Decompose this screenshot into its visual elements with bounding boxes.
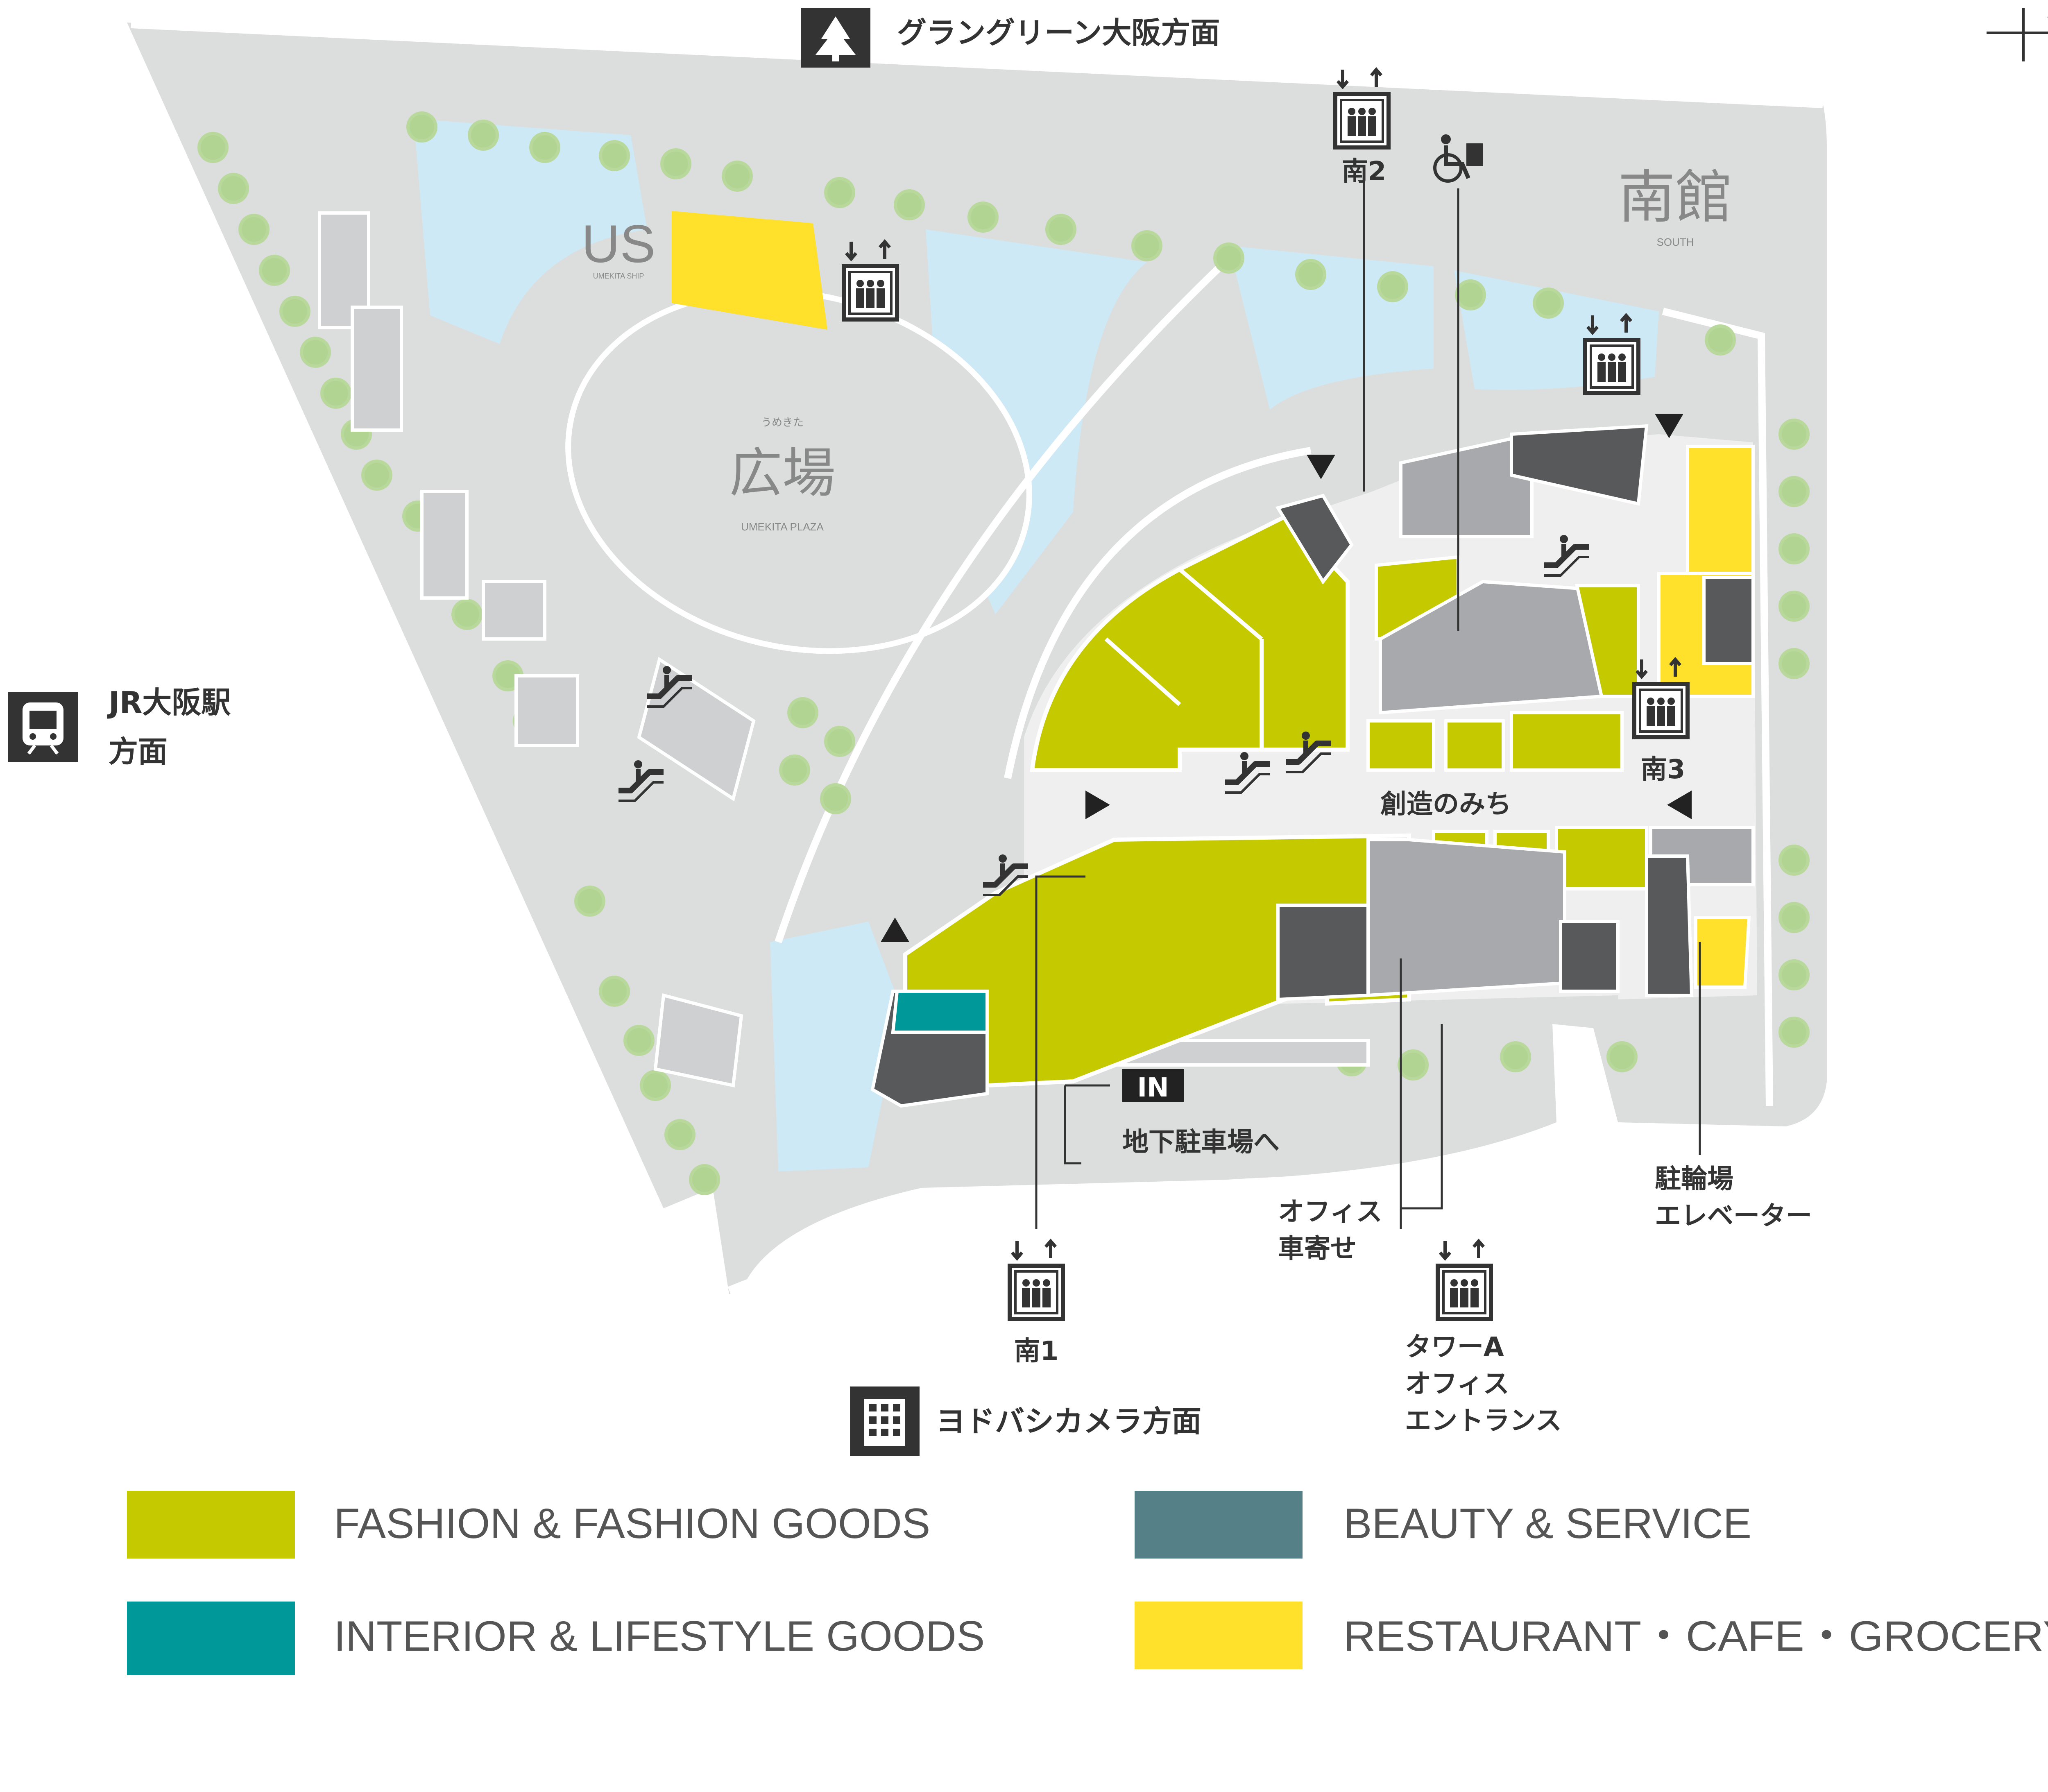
direction-south: ヨドバシカメラ方面 xyxy=(850,1386,1201,1456)
building-name: 南館 xyxy=(1618,165,1733,229)
direction-west-label-2: 方面 xyxy=(109,734,168,769)
wheelchair-icon xyxy=(1433,134,1483,183)
direction-south-label: ヨドバシカメラ方面 xyxy=(936,1404,1201,1439)
parking-in-label: IN xyxy=(1137,1073,1169,1103)
leader-lines xyxy=(1035,172,1701,1229)
plaza-ruby: うめきた xyxy=(761,416,804,428)
legend-label-fashion: FASHION & FASHION GOODS xyxy=(334,1500,930,1547)
direction-west-label-1: JR大阪駅 xyxy=(106,685,231,720)
plaza-name: 広場 xyxy=(729,443,836,503)
office-dropoff-label-1: オフィス xyxy=(1278,1197,1382,1227)
parking-entrance: IN 地下駐車場へ xyxy=(1122,1069,1280,1158)
ship-name: US xyxy=(582,214,656,274)
street-name: 創造のみち xyxy=(1380,789,1511,820)
legend-swatch-interior xyxy=(127,1602,295,1675)
office-dropoff-label-2: 車寄せ xyxy=(1278,1234,1357,1264)
umekita-ship: US UMEKITA SHIP xyxy=(582,211,827,330)
legend-swatch-beauty xyxy=(1135,1491,1303,1559)
legend-swatch-fashion xyxy=(127,1491,295,1559)
tower-label-1: タワーA xyxy=(1405,1332,1504,1362)
parking-label: 地下駐車場へ xyxy=(1122,1127,1280,1158)
compass-icon xyxy=(1987,8,2048,61)
legend-label-beauty: BEAUTY & SERVICE xyxy=(1343,1500,1751,1547)
elevator-icon xyxy=(1010,1241,1063,1319)
elevator-icon xyxy=(1438,1241,1491,1319)
bicycle-label-1: 駐輪場 xyxy=(1655,1164,1733,1194)
entrance-markers xyxy=(881,414,1692,942)
train-icon xyxy=(23,702,63,755)
legend: FASHION & FASHION GOODS BEAUTY & SERVICE… xyxy=(127,1491,2048,1675)
elevator-label-2: 南2 xyxy=(1342,156,1386,187)
direction-north: グラングリーン大阪方面 xyxy=(801,8,1220,68)
ship-sub: UMEKITA SHIP xyxy=(593,272,644,280)
umekita-plaza: うめきた 広場 UMEKITA PLAZA xyxy=(565,288,1032,654)
direction-north-label: グラングリーン大阪方面 xyxy=(897,16,1220,50)
elevator-label-1: 南1 xyxy=(1014,1336,1059,1366)
side-structures xyxy=(318,211,1370,1087)
building-icon xyxy=(864,1399,905,1446)
tower-label-2: オフィス xyxy=(1405,1369,1509,1399)
legend-label-restaurant: RESTAURANT・CAFE・GROCERY xyxy=(1343,1613,2048,1660)
legend-swatch-restaurant xyxy=(1135,1602,1303,1669)
walkways xyxy=(131,21,1823,1294)
south-building-floor xyxy=(870,424,1757,1108)
direction-west: JR大阪駅 方面 xyxy=(8,685,231,769)
elevator-label-3: 南3 xyxy=(1641,754,1686,785)
bicycle-label-2: エレベーター xyxy=(1655,1201,1812,1231)
legend-label-interior: INTERIOR & LIFESTYLE GOODS xyxy=(334,1613,985,1660)
plaza-sub: UMEKITA PLAZA xyxy=(741,521,824,533)
building-sub: SOUTH xyxy=(1657,236,1694,248)
tower-label-3: エントランス xyxy=(1405,1406,1562,1436)
tree-icon xyxy=(815,16,856,61)
